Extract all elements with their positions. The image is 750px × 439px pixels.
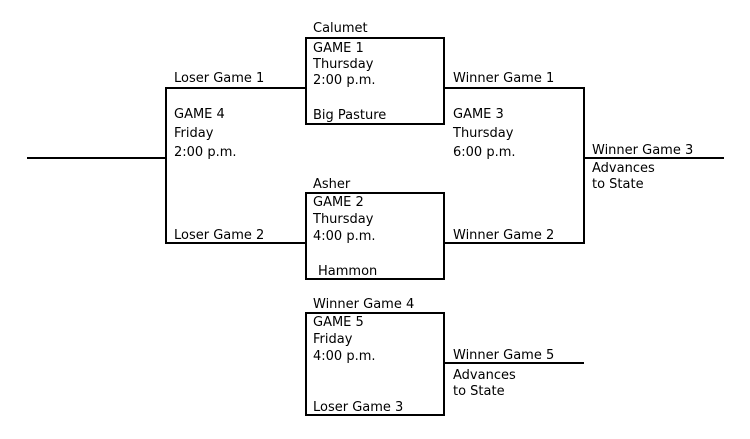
game4-result-line: [27, 157, 167, 159]
game2-top-team: Asher: [313, 177, 351, 192]
game3-result-line: [583, 157, 724, 159]
game2-time: 4:00 p.m.: [313, 229, 376, 244]
game4-title: GAME 4: [174, 107, 225, 122]
game4-connector: [165, 87, 167, 244]
game5-top-team: Winner Game 4: [313, 297, 415, 312]
game3-top-line: [443, 87, 585, 89]
game1-day: Thursday: [313, 57, 374, 72]
game3-connector: [583, 87, 585, 244]
game4-time: 2:00 p.m.: [174, 145, 237, 160]
game4-day: Friday: [174, 126, 214, 141]
game5-bottom-team: Loser Game 3: [313, 400, 404, 415]
game3-result-note-1: Advances: [592, 161, 655, 176]
game4-top-line: [165, 87, 307, 89]
game5-time: 4:00 p.m.: [313, 349, 376, 364]
game3-day: Thursday: [453, 126, 514, 141]
game3-bottom-label: Winner Game 2: [453, 228, 555, 243]
game5-result-label: Winner Game 5: [453, 348, 555, 363]
game4-bottom-line: [165, 242, 307, 244]
game2-day: Thursday: [313, 212, 374, 227]
game5-result-line: [443, 362, 584, 364]
game5-box: [305, 312, 445, 416]
game4-top-label: Loser Game 1: [174, 71, 265, 86]
game4-bottom-label: Loser Game 2: [174, 228, 265, 243]
game1-title: GAME 1: [313, 41, 364, 56]
game5-result-note-1: Advances: [453, 368, 516, 383]
game3-top-label: Winner Game 1: [453, 71, 555, 86]
game3-result-label: Winner Game 3: [592, 143, 694, 158]
game1-box: [305, 37, 445, 125]
game5-day: Friday: [313, 332, 353, 347]
game3-time: 6:00 p.m.: [453, 145, 516, 160]
game1-time: 2:00 p.m.: [313, 73, 376, 88]
game2-bottom-team: Hammon: [318, 264, 378, 279]
game1-top-team: Calumet: [313, 21, 368, 36]
game3-result-note-2: to State: [592, 177, 644, 192]
game2-title: GAME 2: [313, 195, 364, 210]
game2-box: [305, 192, 445, 280]
game3-title: GAME 3: [453, 107, 504, 122]
game1-bottom-team: Big Pasture: [313, 108, 387, 123]
game5-title: GAME 5: [313, 315, 364, 330]
game3-bottom-line: [443, 242, 585, 244]
game5-result-note-2: to State: [453, 384, 505, 399]
